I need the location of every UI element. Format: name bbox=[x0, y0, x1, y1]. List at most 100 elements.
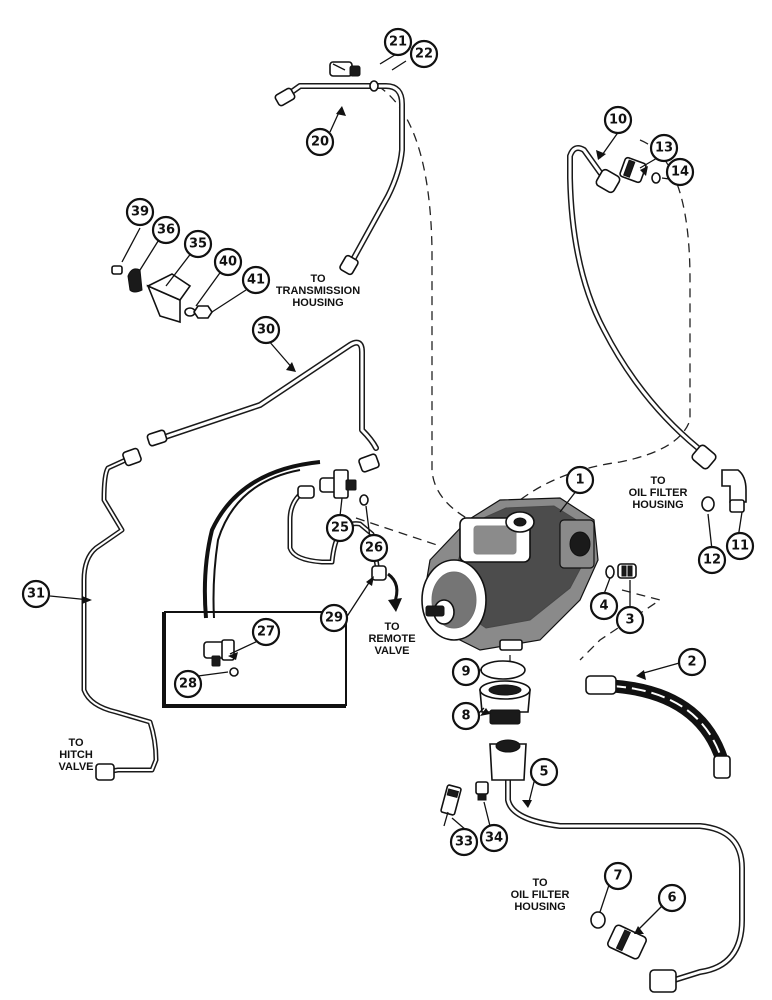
adapter-fitting-3 bbox=[617, 563, 637, 579]
o-ring-22 bbox=[369, 80, 379, 92]
callout-8: 8 bbox=[451, 701, 481, 731]
clip-bracket-assembly bbox=[111, 265, 213, 324]
arrow-27 bbox=[228, 652, 238, 660]
callout-11: 11 bbox=[725, 531, 755, 561]
svg-text:29: 29 bbox=[325, 611, 343, 626]
svg-text:12: 12 bbox=[703, 553, 721, 568]
svg-text:1: 1 bbox=[575, 473, 584, 488]
callout-30: 30 bbox=[251, 315, 281, 345]
arrow-5 bbox=[522, 800, 532, 808]
svg-text:20: 20 bbox=[311, 135, 329, 150]
o-ring-9 bbox=[480, 660, 526, 680]
o-ring-7 bbox=[590, 911, 606, 929]
o-ring-4 bbox=[605, 565, 615, 579]
callout-41: 41 bbox=[241, 265, 271, 295]
svg-text:OIL FILTER: OIL FILTER bbox=[629, 487, 688, 499]
callout-9: 9 bbox=[451, 657, 481, 687]
callout-25: 25 bbox=[325, 513, 355, 543]
callout-10: 10 bbox=[603, 105, 633, 135]
callout-14: 14 bbox=[665, 157, 695, 187]
label-to-hitch-valve: TO HITCH VALVE bbox=[58, 737, 93, 773]
tee-fitting-25 bbox=[319, 469, 357, 499]
svg-text:39: 39 bbox=[131, 205, 149, 220]
adapter-8 bbox=[479, 680, 531, 725]
svg-text:VALVE: VALVE bbox=[58, 761, 93, 773]
hose-2 bbox=[585, 675, 731, 779]
svg-text:8: 8 bbox=[461, 709, 470, 724]
arrow-8 bbox=[480, 708, 490, 716]
svg-text:40: 40 bbox=[219, 255, 237, 270]
callout-2: 2 bbox=[677, 647, 707, 677]
svg-text:33: 33 bbox=[455, 835, 473, 850]
fitting-34 bbox=[475, 781, 489, 801]
tee-fitting-27 bbox=[203, 639, 235, 667]
callout-12: 12 bbox=[697, 545, 727, 575]
callout-39: 39 bbox=[125, 197, 155, 227]
tube-5 bbox=[489, 739, 745, 993]
svg-text:36: 36 bbox=[157, 223, 175, 238]
svg-text:21: 21 bbox=[389, 35, 407, 50]
tube-20 bbox=[274, 83, 405, 276]
callout-7: 7 bbox=[603, 861, 633, 891]
svg-text:7: 7 bbox=[613, 869, 622, 884]
svg-text:TO: TO bbox=[68, 737, 84, 749]
label-to-remote-valve: TO REMOTE VALVE bbox=[368, 621, 415, 657]
adapter-fitting-6 bbox=[607, 924, 647, 960]
svg-text:41: 41 bbox=[247, 273, 265, 288]
callout-13: 13 bbox=[649, 133, 679, 163]
svg-text:5: 5 bbox=[539, 765, 548, 780]
svg-text:TO: TO bbox=[310, 273, 326, 285]
svg-text:TO: TO bbox=[650, 475, 666, 487]
svg-text:TO: TO bbox=[384, 621, 400, 633]
arrow-2 bbox=[636, 670, 646, 680]
svg-text:28: 28 bbox=[179, 677, 197, 692]
svg-text:6: 6 bbox=[667, 891, 676, 906]
callout-33: 33 bbox=[449, 827, 479, 857]
callout-35: 35 bbox=[183, 229, 213, 259]
tube-10 bbox=[567, 145, 717, 470]
label-to-oil-filter-housing-lower: TO OIL FILTER HOUSING bbox=[511, 877, 570, 913]
label-to-transmission-housing: TO TRANSMISSION HOUSING bbox=[276, 273, 360, 309]
svg-text:HITCH: HITCH bbox=[59, 749, 93, 761]
svg-text:HOUSING: HOUSING bbox=[292, 297, 343, 309]
callout-27: 27 bbox=[251, 617, 281, 647]
callout-5: 5 bbox=[529, 757, 559, 787]
svg-text:HOUSING: HOUSING bbox=[514, 901, 565, 913]
arrow-29 bbox=[366, 576, 374, 586]
svg-text:27: 27 bbox=[257, 625, 275, 640]
svg-text:34: 34 bbox=[485, 831, 503, 846]
svg-text:30: 30 bbox=[257, 323, 275, 338]
arrow-20 bbox=[336, 106, 346, 116]
arrow-13 bbox=[640, 166, 648, 176]
callout-4: 4 bbox=[589, 591, 619, 621]
callout-34: 34 bbox=[479, 823, 509, 853]
svg-text:HOUSING: HOUSING bbox=[632, 499, 683, 511]
svg-text:4: 4 bbox=[599, 599, 608, 614]
callout-6: 6 bbox=[657, 883, 687, 913]
elbow-fitting-21 bbox=[329, 61, 361, 77]
svg-text:REMOTE: REMOTE bbox=[368, 633, 415, 645]
svg-text:14: 14 bbox=[671, 165, 689, 180]
svg-text:31: 31 bbox=[27, 587, 45, 602]
svg-text:TRANSMISSION: TRANSMISSION bbox=[276, 285, 360, 297]
callout-31: 31 bbox=[21, 579, 51, 609]
svg-text:11: 11 bbox=[731, 539, 749, 554]
hose-to-detail bbox=[202, 460, 321, 619]
callout-40: 40 bbox=[213, 247, 243, 277]
label-to-oil-filter-housing-upper: TO OIL FILTER HOUSING bbox=[629, 475, 688, 511]
o-ring-14 bbox=[651, 172, 661, 184]
o-ring-28 bbox=[229, 667, 239, 677]
svg-text:2: 2 bbox=[687, 655, 696, 670]
hydraulic-pump-1 bbox=[421, 497, 599, 651]
callout-29: 29 bbox=[319, 603, 349, 633]
callout-1: 1 bbox=[565, 465, 595, 495]
tube-30 bbox=[146, 339, 380, 473]
o-ring-26 bbox=[359, 494, 369, 506]
arrow-6 bbox=[634, 926, 644, 934]
callout-36: 36 bbox=[151, 215, 181, 245]
svg-text:35: 35 bbox=[189, 237, 207, 252]
arrow-10 bbox=[596, 150, 606, 160]
elbow-fitting-11 bbox=[721, 469, 747, 513]
arrow-31 bbox=[82, 596, 92, 604]
